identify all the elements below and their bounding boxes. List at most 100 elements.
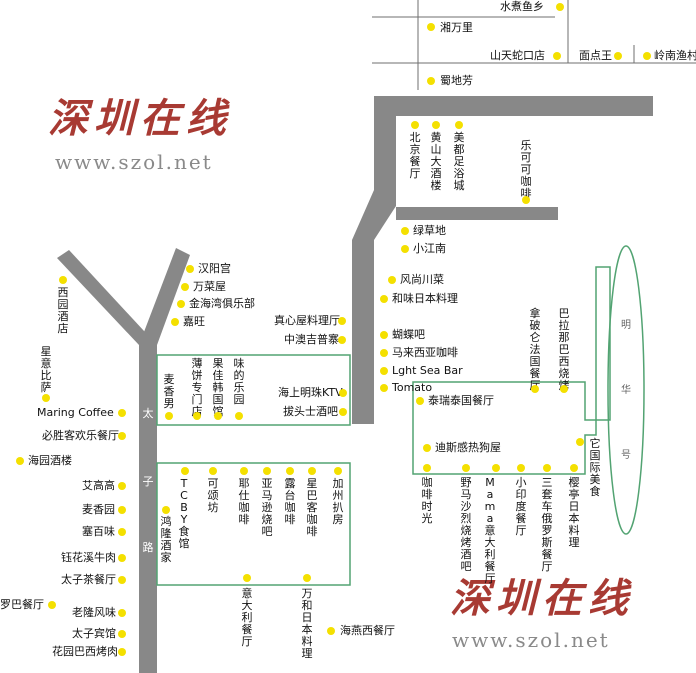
- place-xingba[interactable]: 星巴客咖啡: [306, 477, 318, 538]
- place-xiaojiangnan[interactable]: 小江南: [401, 242, 446, 255]
- place-sanguo[interactable]: 三套车俄罗斯餐厅: [541, 476, 553, 573]
- place-haiyanxi[interactable]: 海燕西餐厅: [327, 624, 395, 637]
- marker-dot: [643, 52, 651, 60]
- marker-dot: [556, 3, 564, 11]
- place-yidali[interactable]: 意大利餐厅: [241, 587, 253, 648]
- taizi-road-label-1: 太: [142, 407, 154, 420]
- place-tairui[interactable]: 泰瑞泰国餐厅: [428, 394, 494, 407]
- place-baobing[interactable]: 薄饼专门店: [191, 357, 203, 418]
- marker-dot: [380, 295, 388, 303]
- marker-dot: [327, 627, 335, 635]
- marker-dot: [380, 349, 388, 357]
- marker-dot-yama: [263, 467, 271, 475]
- marker-dot: [614, 52, 622, 60]
- place-beijing[interactable]: 北京餐厅: [409, 131, 421, 180]
- marker-dot: [388, 276, 396, 284]
- marker-dot: [427, 23, 435, 31]
- marker-dot-beijing: [411, 121, 419, 129]
- place-wanhe[interactable]: 万和日本料理: [301, 587, 313, 660]
- place-jiawang[interactable]: 嘉旺: [171, 315, 205, 328]
- place-yuhuaxi[interactable]: 钰花溪牛肉: [61, 551, 126, 564]
- place-xiaoyindu[interactable]: 小印度餐厅: [515, 476, 527, 537]
- marker-dot: [380, 367, 388, 375]
- marker-dot-yidali: [243, 574, 251, 582]
- taizi-road-label-3: 路: [142, 541, 154, 554]
- place-laolong[interactable]: 老隆风味: [72, 606, 126, 619]
- marker-dot-baobing: [193, 412, 201, 420]
- place-taiziguan[interactable]: 太子宾馆: [72, 627, 126, 640]
- taizi-road-label-2: 子: [142, 475, 154, 488]
- place-hudieba[interactable]: 蝴蝶吧: [380, 328, 425, 341]
- place-hewei[interactable]: 和味日本料理: [380, 292, 458, 305]
- marker-dot: [338, 317, 346, 325]
- place-shuizhuyuxiang[interactable]: 水煮鱼乡: [500, 0, 564, 13]
- place-haiyuanxiu[interactable]: 海园酒楼: [16, 454, 72, 467]
- place-xingyi[interactable]: 星意比萨: [40, 345, 52, 394]
- place-lutai[interactable]: 露台咖啡: [284, 477, 296, 526]
- marker-dot-napolun: [531, 385, 539, 393]
- place-napolun[interactable]: 拿破仑法国餐厅: [529, 307, 541, 392]
- place-taizongguoji[interactable]: 它国际美食: [589, 437, 601, 498]
- place-saibaiwei[interactable]: 塞百味: [82, 525, 126, 538]
- place-balana[interactable]: 巴拉那巴西烧烤: [558, 307, 570, 392]
- place-yingting[interactable]: 樱亭日本料理: [568, 476, 580, 549]
- place-miandianwang[interactable]: 面点王: [579, 49, 622, 62]
- szol-logo-top: 深圳在线: [48, 95, 232, 142]
- place-jinhaiwan[interactable]: 金海湾俱乐部: [177, 297, 255, 310]
- place-yeshi[interactable]: 耶仕咖啡: [238, 477, 250, 526]
- marker-dot: [118, 648, 126, 656]
- place-batoushi[interactable]: 拔头士酒吧: [283, 405, 347, 418]
- marker-dot: [339, 408, 347, 416]
- place-lingnanyucun[interactable]: 岭南渔村: [643, 49, 696, 62]
- place-haishangmingzhu[interactable]: 海上明珠KTV: [278, 386, 347, 399]
- place-wancaiwu[interactable]: 万菜屋: [181, 280, 226, 293]
- place-xiangwanli[interactable]: 湘万里: [427, 21, 473, 34]
- marker-dot-kafeishiguang: [423, 464, 431, 472]
- place-lekeke[interactable]: 乐可可咖啡: [520, 139, 532, 200]
- place-maixiaonan[interactable]: 麦香男: [163, 373, 175, 410]
- place-shantianshekoudian[interactable]: 山天蛇口店: [490, 49, 561, 62]
- place-weide[interactable]: 味的乐园: [233, 357, 245, 406]
- marker-dot-maixiaonan: [165, 412, 173, 420]
- marker-dot-taizongguoji: [576, 438, 584, 446]
- place-malaixiya[interactable]: 马来西亚咖啡: [380, 346, 458, 359]
- marker-dot-xingyi: [42, 394, 50, 402]
- place-hongxiang[interactable]: 鸿隆酒家: [160, 515, 172, 564]
- marker-dot: [48, 601, 56, 609]
- marker-dot-sanguo: [543, 464, 551, 472]
- place-bishengke[interactable]: 必胜客欢乐餐厅: [42, 429, 126, 442]
- place-luoba[interactable]: 罗巴餐厅: [0, 598, 56, 611]
- place-tcby[interactable]: TCBY食馆: [178, 477, 190, 550]
- place-lvcaodi[interactable]: 绿草地: [401, 224, 446, 237]
- place-meidu[interactable]: 美都足浴城: [453, 131, 465, 192]
- place-maixiangyuan[interactable]: 麦香园: [82, 503, 126, 516]
- place-hanyanggong[interactable]: 汉阳宫: [186, 262, 231, 275]
- place-xiyuan[interactable]: 西园酒店: [57, 286, 69, 335]
- place-disigan[interactable]: 迪斯感热狗屋: [435, 441, 501, 454]
- place-guojia[interactable]: 果佳韩国馆: [212, 357, 224, 418]
- place-shudifang[interactable]: 蜀地芳: [427, 74, 473, 87]
- marker-dot-xingba: [308, 467, 316, 475]
- place-yemalu[interactable]: 野马沙烈烧烤酒吧: [460, 476, 472, 573]
- place-jiazhou[interactable]: 加州扒房: [332, 477, 344, 526]
- place-fengshangchuancai[interactable]: 风尚川菜: [388, 273, 444, 286]
- place-mamas[interactable]: Mama意大利餐厅: [484, 476, 496, 585]
- marker-dot-xiaoyindu: [517, 464, 525, 472]
- place-taizicha[interactable]: 太子茶餐厅: [61, 573, 126, 586]
- place-yama[interactable]: 亚马逊烧吧: [261, 477, 273, 538]
- place-aigaogao[interactable]: 艾高高: [82, 479, 126, 492]
- place-lightsea[interactable]: Lght Sea Bar: [380, 364, 463, 377]
- place-huayuanbaxi[interactable]: 花园巴西烤肉: [52, 645, 126, 658]
- main-roads: [57, 96, 653, 673]
- minghua-label-3: 号: [621, 450, 631, 461]
- place-zhenxinwu[interactable]: 真心屋料理厅: [274, 314, 346, 327]
- place-maring[interactable]: Maring Coffee: [37, 406, 126, 419]
- place-kafeishiguang[interactable]: 咖啡时光: [421, 476, 433, 525]
- place-huangshan[interactable]: 黄山大酒楼: [430, 131, 442, 192]
- place-kesong[interactable]: 可颂坊: [207, 477, 219, 514]
- szol-url-top: www.szol.net: [55, 150, 213, 174]
- place-zhongaoji[interactable]: 中澳吉普寨: [284, 333, 346, 346]
- marker-dot-yeshi: [240, 467, 248, 475]
- marker-dot: [171, 318, 179, 326]
- place-tomato[interactable]: Tomato: [380, 381, 432, 394]
